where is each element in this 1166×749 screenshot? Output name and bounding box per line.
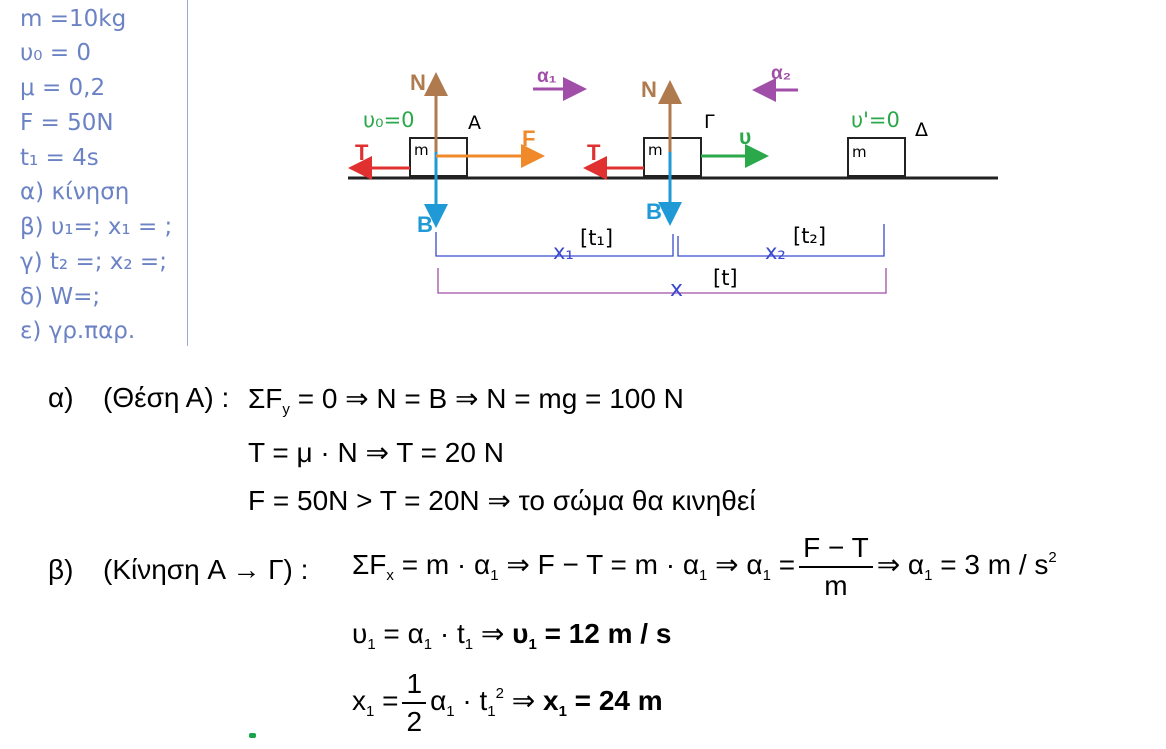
given-mu: μ = 0,2 (20, 75, 106, 101)
solution-b-line-1: ΣFx = m · α1 ⇒ F − T = m · α1 ⇒ α1 =F − … (352, 530, 1057, 604)
distance-x-bracket (437, 268, 887, 294)
friction-label-a: T (355, 140, 369, 165)
block-position-d (847, 137, 906, 177)
block-a-mass-label: m (414, 141, 429, 159)
solution-a-label: α) (48, 382, 74, 413)
acceleration-1-label: α₁ (537, 66, 557, 87)
time-t2-label: [t₂] (793, 224, 826, 248)
position-a-label: A (468, 112, 481, 134)
solution-a-line-3: F = 50N > T = 20N ⇒ το σώμα θα κινηθεί (248, 485, 756, 516)
question-d: δ) W=; (20, 284, 101, 310)
question-b: β) υ₁=; x₁ = ; (20, 214, 173, 240)
fraction-denominator: m (824, 570, 848, 601)
fraction-numerator: F − T (799, 530, 873, 568)
given-mass: m =10kg (20, 6, 127, 32)
displacement-equation-end: α1 · t12 ⇒ (430, 685, 536, 721)
solution-b-label: β) (48, 554, 74, 585)
position-d-label: Δ (915, 119, 928, 141)
solution-a-line-1: ΣFy = 0 ⇒ N = B ⇒ N = mg = 100 N (248, 383, 684, 418)
velocity-result: υ1 = 12 m / s (512, 618, 672, 653)
given-v0: υ₀ = 0 (20, 40, 92, 66)
acceleration-2-label: α₂ (771, 63, 791, 84)
friction-label-g: T (587, 140, 601, 165)
question-c: γ) t₂ =; x₂ =; (20, 249, 167, 275)
distance-x1-bracket (435, 232, 674, 257)
time-t-label: [t] (713, 266, 738, 290)
displacement-equation-start: x1 = (352, 685, 399, 721)
given-data-panel: m =10kg υ₀ = 0 μ = 0,2 F = 50N t₁ = 4s α… (0, 0, 188, 346)
displacement-result: x1 = 24 m (542, 685, 663, 721)
distance-x2-bracket (677, 224, 885, 257)
given-t1: t₁ = 4s (20, 145, 99, 171)
question-a: α) κίνηση (20, 179, 130, 205)
normal-force-label-g: N (641, 77, 657, 102)
position-g-label: Γ (704, 111, 715, 133)
solution-a-line-2: T = μ · N ⇒ T = 20 N (248, 437, 504, 468)
block-position-g (643, 137, 702, 177)
final-velocity-label: υ'=0 (851, 108, 900, 132)
initial-velocity-label: υ₀=0 (363, 108, 415, 132)
force-diagram: m m m N B F T υ₀=0 A α₁ α₂ N B T υ Γ υ'=… (348, 63, 998, 302)
applied-force-label: F (522, 126, 535, 151)
solution-b-line-2: υ1 = α1 · t1 ⇒ υ1 = 12 m / s (352, 617, 671, 653)
weight-label-g: B (646, 199, 662, 224)
half-denominator: 2 (406, 706, 423, 737)
velocity-label: υ (739, 126, 751, 149)
half-numerator: 1 (402, 666, 427, 704)
question-e: ε) γρ.παρ. (20, 318, 136, 344)
solution-b-line-1-result: ⇒ α1 = 3 m / s2 (876, 549, 1057, 585)
time-t1-label: [t₁] (580, 226, 613, 250)
velocity-equation: υ1 = α1 · t1 ⇒ (352, 618, 505, 653)
block-g-mass-label: m (648, 141, 663, 159)
distance-x-label: x (670, 277, 683, 302)
distance-x2-label: x₂ (765, 240, 786, 264)
given-force: F = 50N (20, 110, 114, 136)
solution-b-position: (Κίνηση A → Γ) : (103, 554, 309, 585)
solution-a-position: (Θέση Α) : (103, 382, 230, 413)
weight-label-a: B (417, 212, 433, 237)
block-d-mass-label: m (852, 143, 867, 161)
solution-b-line-1-start: ΣFx = m · α1 ⇒ F − T = m · α1 ⇒ α1 = (352, 549, 796, 585)
distance-x1-label: x₁ (553, 240, 574, 264)
normal-force-label-a: N (410, 70, 426, 95)
green-dot-mark (249, 733, 256, 738)
